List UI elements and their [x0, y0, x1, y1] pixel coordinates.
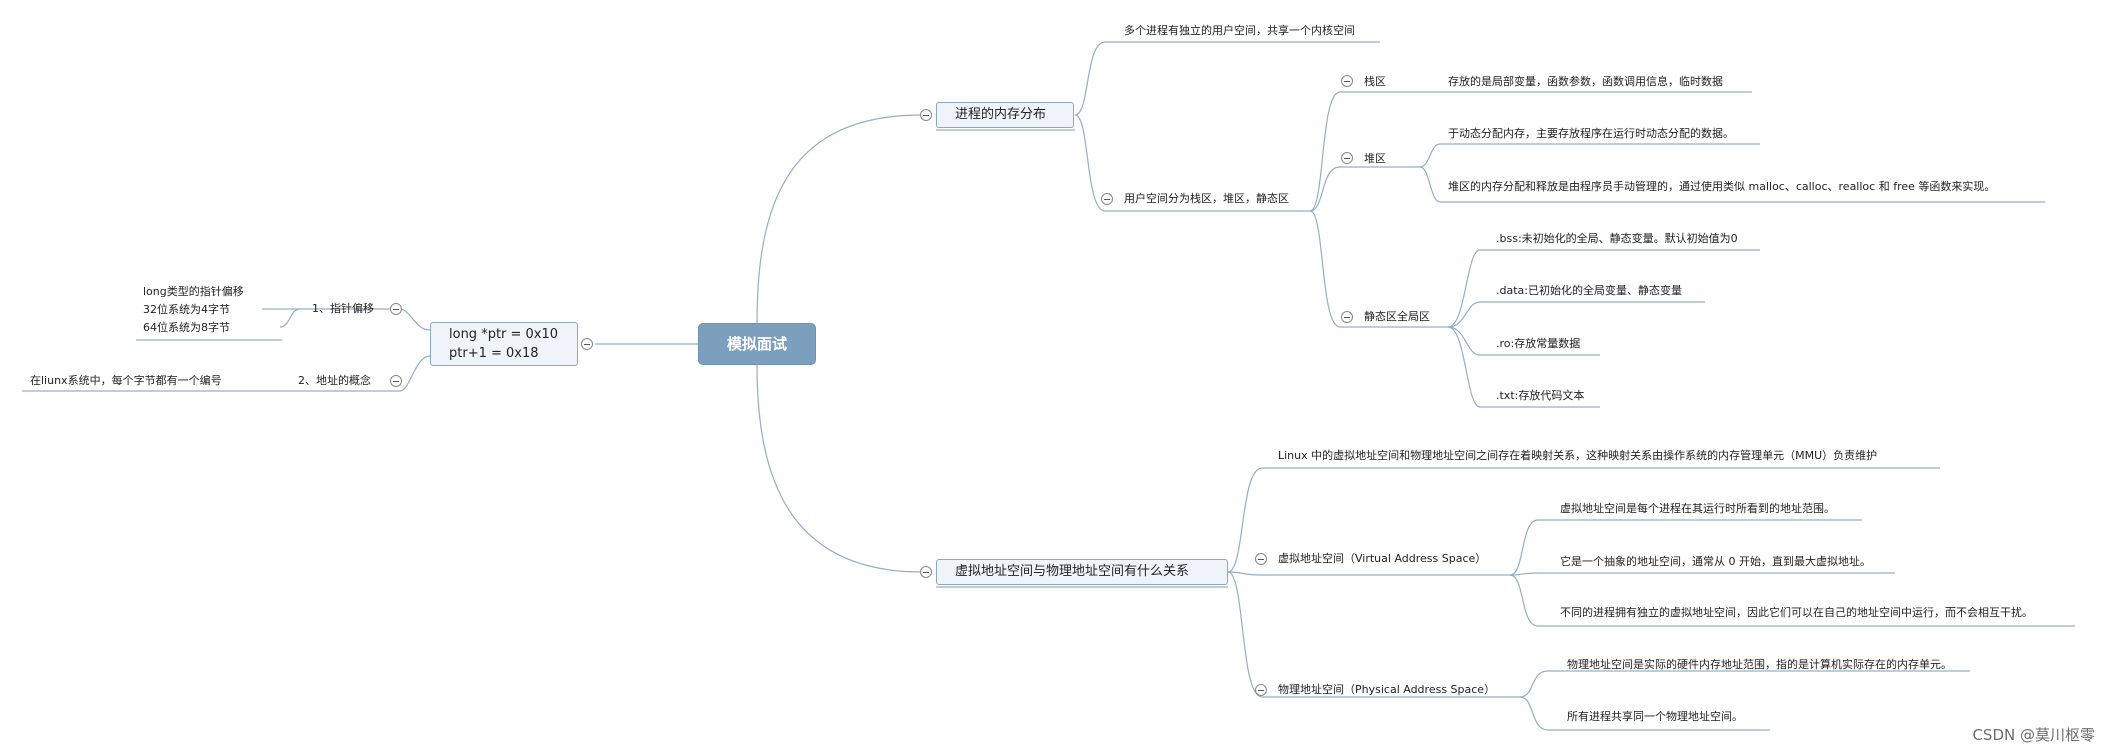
heap-area-label[interactable]: 堆区: [1364, 152, 1386, 165]
pointer-example-box[interactable]: long *ptr = 0x10 ptr+1 = 0x18: [430, 322, 578, 366]
link-us-heap: [1309, 166, 1420, 212]
collapse-toggle-concept-icon[interactable]: [390, 375, 402, 387]
collapse-toggle-offset-icon[interactable]: [390, 303, 402, 315]
link-static-ro: [1447, 326, 1600, 356]
physical-item-2: 所有进程共享同一个物理地址空间。: [1567, 710, 1743, 723]
link-virt-2: [1509, 572, 1895, 576]
heap-area-desc-2: 堆区的内存分配和释放是由程序员手动管理的，通过使用类似 malloc、callo…: [1448, 180, 1996, 193]
address-concept-label[interactable]: 2、地址的概念: [298, 374, 371, 387]
collapse-toggle-stack-icon[interactable]: [1341, 75, 1353, 87]
link-phys-1: [1519, 670, 1970, 698]
static-item-bss: .bss:未初始化的全局、静态变量。默认初始值为0: [1496, 232, 1738, 245]
memory-layout-topic[interactable]: 进程的内存分布: [936, 102, 1074, 128]
stack-area-label[interactable]: 栈区: [1364, 75, 1386, 88]
link-offset-note: [279, 308, 301, 328]
link-virt-3: [1509, 574, 2075, 627]
static-item-data: .data:已初始化的全局变量、静态变量: [1496, 284, 1682, 297]
stack-area-desc: 存放的是局部变量，函数参数，函数调用信息，临时数据: [1448, 75, 1723, 88]
virtual-item-3: 不同的进程拥有独立的虚拟地址空间，因此它们可以在自己的地址空间中运行，而不会相互…: [1560, 606, 2033, 619]
pointer-offset-label[interactable]: 1、指针偏移: [312, 302, 374, 315]
link-phys-2: [1519, 696, 1770, 731]
link-static-txt: [1447, 326, 1600, 408]
collapse-toggle-userspace-icon[interactable]: [1101, 193, 1113, 205]
user-space-topic[interactable]: 用户空间分为栈区，堆区，静态区: [1124, 192, 1289, 205]
pointer-offset-note: long类型的指针偏移 32位系统为4字节 64位系统为8字节: [143, 285, 244, 334]
physical-item-1: 物理地址空间是实际的硬件内存地址范围，指的是计算机实际存在的内存单元。: [1567, 658, 1952, 671]
link-static-bss: [1447, 249, 1760, 328]
collapse-toggle-static-icon[interactable]: [1341, 311, 1353, 323]
independent-space-note: 多个进程有独立的用户空间，共享一个内核空间: [1124, 24, 1355, 37]
watermark: CSDN @莫川枢零: [1972, 726, 2095, 744]
collapse-toggle-physical-icon[interactable]: [1255, 684, 1267, 696]
collapse-toggle-heap-icon[interactable]: [1341, 152, 1353, 164]
link-addr-virtual: [1227, 571, 1510, 576]
collapse-toggle-virtual-icon[interactable]: [1255, 553, 1267, 565]
physical-space-topic[interactable]: 物理地址空间（Physical Address Space）: [1278, 683, 1496, 696]
virtual-item-2: 它是一个抽象的地址空间，通常从 0 开始，直到最大虚拟地址。: [1560, 555, 1871, 568]
link-center-address: [756, 364, 923, 573]
link-virt-1: [1509, 519, 1862, 576]
address-relation-topic[interactable]: 虚拟地址空间与物理地址空间有什么关系: [936, 559, 1228, 585]
link-us-static: [1309, 210, 1448, 328]
pointer-example-line2: ptr+1 = 0x18: [449, 346, 539, 361]
link-mem-independent: [1074, 41, 1380, 116]
address-concept-note: 在liunx系统中，每个字节都有一个编号: [30, 374, 222, 387]
collapse-toggle-address-icon[interactable]: [920, 566, 932, 578]
static-area-label[interactable]: 静态区全局区: [1364, 310, 1430, 323]
link-addr-physical: [1227, 571, 1520, 698]
link-heap-desc2: [1419, 166, 2045, 203]
link-mem-userspace: [1074, 114, 1310, 212]
collapse-toggle-left-icon[interactable]: [581, 338, 593, 350]
virtual-item-1: 虚拟地址空间是每个进程在其运行时所看到的地址范围。: [1560, 502, 1835, 515]
link-box-concept: [22, 355, 431, 392]
link-heap-desc1: [1419, 143, 1760, 168]
heap-area-desc-1: 于动态分配内存，主要存放程序在运行时动态分配的数据。: [1448, 127, 1734, 140]
address-mapping-note: Linux 中的虚拟地址空间和物理地址空间之间存在着映射关系，这种映射关系由操作…: [1278, 449, 1878, 462]
static-item-txt: .txt:存放代码文本: [1496, 389, 1585, 402]
link-addr-mapping: [1227, 467, 1940, 573]
link-us-stack: [1309, 91, 1752, 212]
collapse-toggle-memory-icon[interactable]: [920, 109, 932, 121]
pointer-example-line1: long *ptr = 0x10: [449, 327, 559, 342]
central-topic[interactable]: 模拟面试: [698, 323, 816, 365]
virtual-space-topic[interactable]: 虚拟地址空间（Virtual Address Space）: [1278, 552, 1487, 565]
link-static-data: [1447, 301, 1705, 328]
static-item-ro: .ro:存放常量数据: [1496, 337, 1581, 350]
link-center-memory: [756, 114, 923, 324]
